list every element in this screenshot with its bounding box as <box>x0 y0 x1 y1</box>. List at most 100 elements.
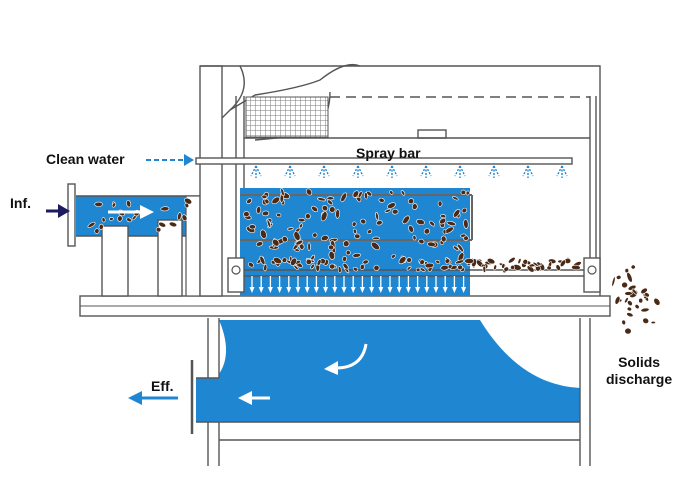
solid-particle <box>337 266 342 274</box>
solid-particle <box>442 229 447 235</box>
solid-particle <box>351 221 357 227</box>
left-bearing <box>227 257 245 293</box>
filtrate-arrow <box>267 276 273 293</box>
filtrate-arrow <box>442 276 448 293</box>
solid-particle <box>640 307 650 313</box>
solid-particle <box>626 312 634 318</box>
solid-particle <box>555 264 561 271</box>
right-bearing <box>583 257 601 293</box>
solid-particle <box>256 206 262 214</box>
solid-particle <box>634 304 640 310</box>
spray-nozzle <box>522 165 534 178</box>
solid-particle <box>281 257 288 263</box>
solid-particle <box>305 188 313 196</box>
solid-particle <box>272 238 280 247</box>
solid-particle <box>310 263 315 270</box>
filtrate-arrow <box>405 276 411 293</box>
solid-particle <box>486 257 496 265</box>
solid-particle <box>243 211 250 218</box>
filtrate-arrow <box>387 276 393 293</box>
solid-particle <box>624 291 633 296</box>
solid-particle <box>281 236 288 243</box>
clean-water-arrow <box>146 154 194 166</box>
base-plate <box>79 295 611 317</box>
solid-particle <box>329 206 336 213</box>
solid-particle <box>352 190 360 198</box>
effluent-label: Eff. <box>151 378 174 394</box>
solid-particle <box>435 259 441 264</box>
solid-particle <box>311 205 319 213</box>
solid-particle <box>406 257 412 263</box>
solid-particle <box>423 228 431 235</box>
solid-particle <box>437 200 443 207</box>
solid-particle <box>630 264 636 270</box>
solid-particle <box>312 232 318 238</box>
solid-particle <box>362 259 369 265</box>
solid-particle <box>453 209 461 218</box>
filtrate-arrow <box>415 276 421 293</box>
solid-particle <box>460 189 466 195</box>
filtrate-arrow <box>396 276 402 293</box>
solid-particle <box>482 265 487 273</box>
solid-particle <box>340 192 347 203</box>
solid-particle <box>264 198 270 205</box>
solid-particle <box>465 190 470 196</box>
filtrate-arrow <box>424 276 430 293</box>
solid-particle <box>321 205 329 212</box>
solid-particle <box>427 241 436 247</box>
filtrate-arrow <box>249 276 255 293</box>
solid-particle <box>411 203 418 210</box>
spray-bar-label: Spray bar <box>356 145 421 161</box>
solid-particle <box>402 215 410 225</box>
solid-particle <box>109 217 114 221</box>
solid-particle <box>276 212 282 218</box>
tank-water <box>219 320 580 422</box>
solid-particle <box>111 202 116 208</box>
solid-particle <box>453 245 459 251</box>
solid-particle <box>614 296 621 305</box>
filtrate-arrow <box>369 276 375 293</box>
solid-particle <box>447 264 453 270</box>
solid-particle <box>444 258 451 264</box>
clean-water-label: Clean water <box>46 151 125 167</box>
spray-nozzle <box>318 165 330 178</box>
solid-particle <box>419 267 426 272</box>
solid-particle <box>273 257 282 265</box>
solid-particle <box>621 281 628 289</box>
solid-particle <box>627 300 633 307</box>
solid-particle <box>571 264 581 271</box>
solid-particle <box>391 208 399 215</box>
filtrate-arrow <box>461 276 467 293</box>
solid-particle <box>342 256 347 262</box>
solid-particle <box>408 225 414 233</box>
spray-nozzle <box>420 165 432 178</box>
solid-particle <box>400 190 406 196</box>
solid-particle <box>261 194 268 199</box>
screen-mesh-panel <box>245 96 329 138</box>
solid-particle <box>653 297 661 306</box>
solid-particle <box>631 288 638 295</box>
solid-particle <box>352 253 361 258</box>
solid-particle <box>640 287 648 295</box>
solid-particle <box>370 241 380 251</box>
influent-label: Inf. <box>10 195 31 211</box>
solid-particle <box>386 202 396 209</box>
solid-particle <box>260 229 267 239</box>
solid-particle <box>345 250 351 256</box>
solid-particle <box>440 264 449 271</box>
solid-particle <box>418 238 425 245</box>
influent-flow-arrow <box>108 205 154 219</box>
filtrate-arrow <box>359 276 365 293</box>
solid-particle <box>297 217 306 223</box>
solid-particle <box>559 259 567 268</box>
filtrate-arrow <box>286 276 292 293</box>
solid-particle <box>158 221 167 228</box>
solid-particle <box>335 209 340 219</box>
solid-particle <box>419 259 425 265</box>
solid-particle <box>320 211 328 222</box>
solid-particle <box>611 276 616 287</box>
tank-flow-arrow <box>238 391 270 405</box>
solid-particle <box>271 196 281 205</box>
solid-particle <box>517 258 522 265</box>
solid-particle <box>181 214 188 222</box>
